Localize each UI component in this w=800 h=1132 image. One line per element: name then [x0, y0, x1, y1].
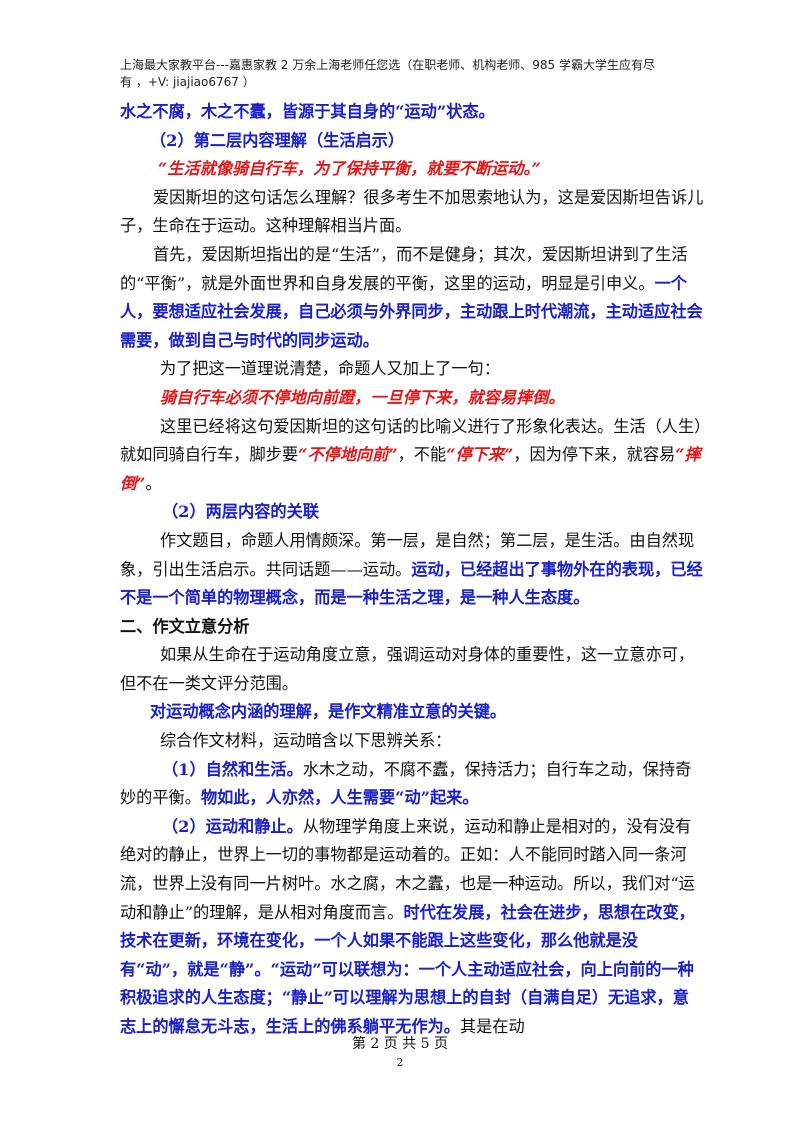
text-metaphor-c: ，因为停下来，就容易 [513, 445, 676, 465]
text-relation-a: 作文题目，命题人用情颇深。第一层，是自然；第二层，是生活。由自然现象，引出生活启… [120, 530, 695, 579]
paragraph-metaphor: 这里已经将这句爱因斯坦的这句话的比喻义进行了形象化表达。生活（人生）就如同骑自行… [120, 413, 705, 499]
text-sync-with-times: 一个人，要想适应社会发展，自己必须与外界同步，主动跟上时代潮流，主动适应社会需要… [120, 273, 703, 350]
paragraph-relation: 作文题目，命题人用情颇深。第一层，是自然；第二层，是生活。由自然现象，引出生活启… [120, 527, 705, 613]
text-nature-life-a: 水木之动，不腐不蠹，保持活力；自行车之动，保持奇妙的平衡。 [120, 759, 692, 808]
text-stop: “停下来” [446, 445, 514, 465]
page-header: 上海最大家教平台---嘉惠家教 2 万余上海老师任您选（在职老师、机构老师、98… [120, 57, 700, 91]
header-line-2: 有 ，+V: jiajiao6767 ） [120, 75, 255, 89]
text-motion-stillness-head: （2）运动和静止。 [162, 816, 303, 836]
text-metaphor-d: 。 [145, 473, 162, 493]
paragraph-motion-stillness: （2）运动和静止。从物理学角度上来说，运动和静止是相对的，没有没有绝对的静止，世… [120, 813, 705, 1042]
paragraph-water-wood: 水之不腐，木之不蠹，皆源于其自身的“运动”状态。 [120, 102, 495, 121]
paragraph-life-motion: 如果从生命在于运动角度立意，强调运动对身体的重要性，这一立意亦可，但不在一类文评… [120, 645, 695, 693]
paragraph-additional-sentence: 为了把这一道理说清楚，命题人又加上了一句： [160, 359, 500, 379]
paragraph-dialectic: 综合作文材料，运动暗含以下思辨关系： [160, 731, 452, 751]
section-heading-2: 二、作文立意分析 [120, 616, 250, 636]
text-relation-b: 运动，已经超出了事物外在的表现，已经不是一个简单的物理概念，而是一种生活之理，是… [120, 559, 703, 608]
quote-bicycle: 骑自行车必须不停地向前蹬，一旦停下来，就容易摔倒。 [160, 387, 565, 407]
paragraph-first-second: 首先，爱因斯坦指出的是“生活”，而不是健身；其次，爱因斯坦讲到了生活的“平衡”，… [120, 241, 705, 355]
text-nature-life-head: （1）自然和生活。 [162, 759, 303, 779]
text-motion-stillness-a: 从物理学角度上来说，运动和静止是相对的，没有没有绝对的静止，世界上一切的事物都是… [120, 816, 695, 922]
text-nature-life-b: 物如此，人亦然，人生需要“动”起来。 [200, 788, 479, 808]
paragraph-nature-life: （1）自然和生活。水木之动，不腐不蠹，保持活力；自行车之动，保持奇妙的平衡。物如… [120, 756, 705, 813]
page-footer: 第 2 页 共 5 页 [351, 1036, 449, 1052]
quote-einstein: “生活就像骑自行车，为了保持平衡，就要不断运动。” [158, 159, 541, 179]
text-motion-stillness-b: 时代在发展，社会在进步，思想在改变，技术在更新，环境在变化，一个人如果不能跟上这… [120, 902, 695, 1036]
header-line-1: 上海最大家教平台---嘉惠家教 2 万余上海老师任您选（在职老师、机构老师、98… [120, 58, 655, 72]
paragraph-interpretation: 爱因斯坦的这句话怎么理解？很多考生不加思索地认为，这是爱因斯坦告诉儿子，生命在于… [120, 187, 704, 236]
document-body: 水之不腐，木之不蠹，皆源于其自身的“运动”状态。 （2）第二层内容理解（生活启示… [120, 98, 705, 1042]
page-number: 2 [396, 1056, 404, 1069]
subheading-relation: （2）两层内容的关联 [162, 502, 319, 522]
text-metaphor-a: 这里已经将这句爱因斯坦的这句话的比喻义进行了形象化表达。生活（人生）就如同骑自行… [120, 416, 703, 465]
text-metaphor-b: ，不能 [397, 445, 447, 465]
paragraph-key-concept: 对运动概念内涵的理解，是作文精准立意的关键。 [150, 702, 507, 722]
text-balance-explanation: 首先，爱因斯坦指出的是“生活”，而不是健身；其次，爱因斯坦讲到了生活的“平衡”，… [120, 244, 688, 293]
subheading-second-layer: （2）第二层内容理解（生活启示） [150, 130, 405, 150]
text-keep-forward: “不停地向前” [298, 445, 398, 465]
text-motion-stillness-c: 其是在动 [459, 1017, 525, 1036]
text-fall: “摔倒” [120, 445, 701, 493]
